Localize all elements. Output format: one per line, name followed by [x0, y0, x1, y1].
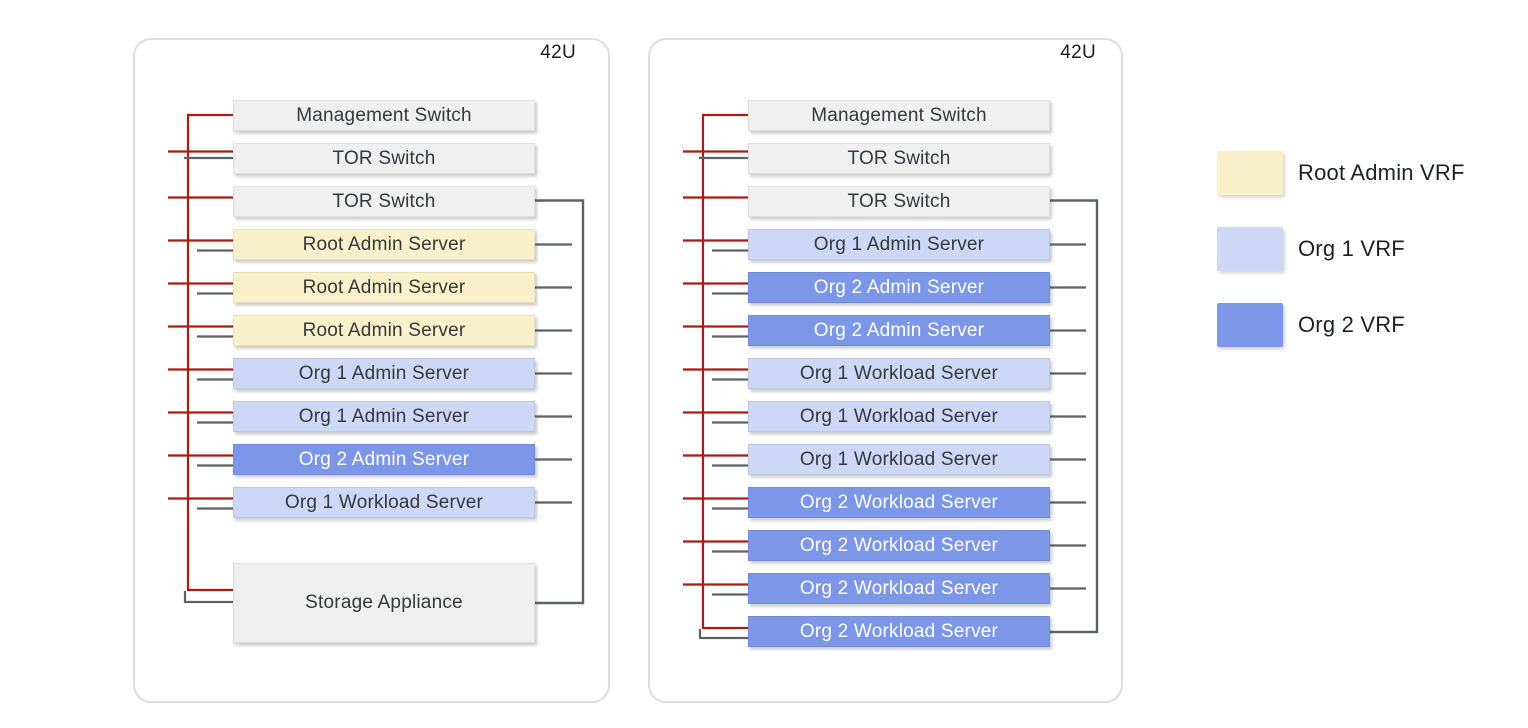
node-tor-switch: TOR Switch: [748, 186, 1050, 217]
node-root-admin-server: Root Admin Server: [233, 315, 535, 346]
legend-swatch-root-admin-vrf: [1217, 151, 1283, 195]
management-link-trunk: [186, 113, 233, 592]
node-org-1-workload-server: Org 1 Workload Server: [748, 358, 1050, 389]
data-link-stub: [698, 629, 748, 640]
node-org-2-admin-server: Org 2 Admin Server: [233, 444, 535, 475]
data-link-stub: [183, 591, 233, 604]
node-org-2-admin-server: Org 2 Admin Server: [748, 315, 1050, 346]
node-org-2-admin-server: Org 2 Admin Server: [748, 272, 1050, 303]
data-link-riser: [535, 199, 585, 605]
node-management-switch: Management Switch: [233, 100, 535, 131]
node-tor-switch: TOR Switch: [233, 186, 535, 217]
legend-swatch-org-1-vrf: [1217, 227, 1283, 271]
node-org-2-workload-server: Org 2 Workload Server: [748, 573, 1050, 604]
node-org-2-workload-server: Org 2 Workload Server: [748, 487, 1050, 518]
legend-swatch-org-2-vrf: [1217, 303, 1283, 347]
legend-label: Root Admin VRF: [1298, 160, 1465, 185]
node-org-2-workload-server: Org 2 Workload Server: [748, 616, 1050, 647]
data-link-riser: [1050, 199, 1099, 634]
rack-unit-label: 42U: [540, 42, 576, 63]
management-link-trunk: [701, 113, 748, 630]
node-root-admin-server: Root Admin Server: [233, 229, 535, 260]
node-org-1-workload-server: Org 1 Workload Server: [233, 487, 535, 518]
legend-label: Org 1 VRF: [1298, 236, 1405, 261]
node-org-2-workload-server: Org 2 Workload Server: [748, 530, 1050, 561]
node-root-admin-server: Root Admin Server: [233, 272, 535, 303]
node-storage-appliance: Storage Appliance: [233, 563, 535, 643]
node-org-1-admin-server: Org 1 Admin Server: [233, 358, 535, 389]
node-org-1-workload-server: Org 1 Workload Server: [748, 401, 1050, 432]
node-tor-switch: TOR Switch: [748, 143, 1050, 174]
node-org-1-admin-server: Org 1 Admin Server: [748, 229, 1050, 260]
node-tor-switch: TOR Switch: [233, 143, 535, 174]
node-org-1-workload-server: Org 1 Workload Server: [748, 444, 1050, 475]
rack-unit-label: 42U: [1060, 42, 1096, 63]
legend-label: Org 2 VRF: [1298, 312, 1405, 337]
node-management-switch: Management Switch: [748, 100, 1050, 131]
node-org-1-admin-server: Org 1 Admin Server: [233, 401, 535, 432]
